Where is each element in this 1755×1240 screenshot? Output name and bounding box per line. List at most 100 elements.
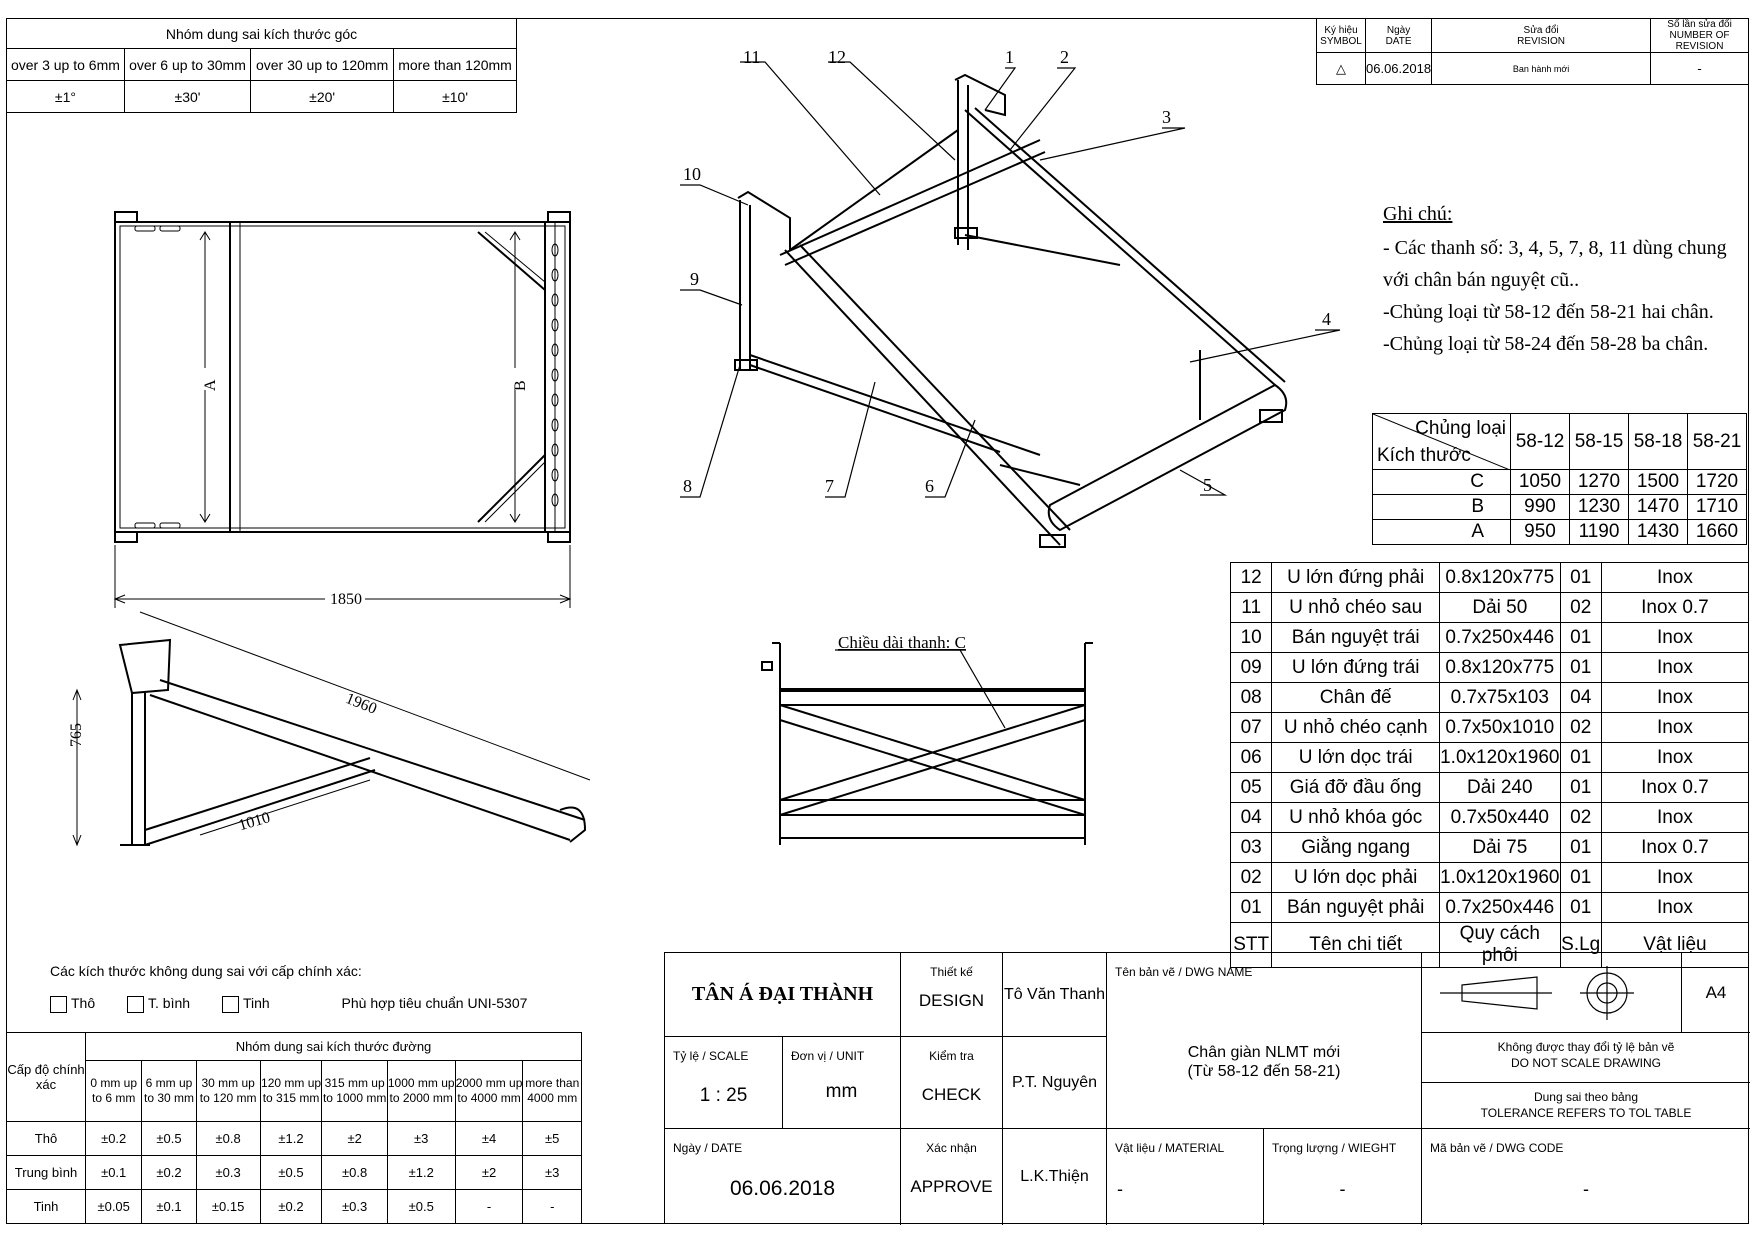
option-label: Tinh: [242, 995, 270, 1011]
size-corner-bottom: Kích thước: [1377, 445, 1471, 466]
lin-value: -: [454, 1189, 524, 1224]
lin-value: ±5: [522, 1121, 582, 1157]
lin-value: -: [522, 1189, 582, 1224]
parts-cell: 08: [1229, 682, 1273, 713]
size-row-label: B: [1372, 494, 1511, 520]
label-a: A: [202, 379, 219, 391]
parts-cell: 0.7x250x446: [1439, 892, 1561, 923]
lin-value: ±1.2: [259, 1121, 323, 1157]
parts-cell: 05: [1229, 772, 1273, 803]
lin-value: ±0.8: [321, 1155, 388, 1191]
tolerance-note: Các kích thước không dung sai với cấp ch…: [50, 963, 527, 1013]
size-cell: 1190: [1569, 519, 1629, 545]
unit-cell: Đơn vị / UNIT mm: [783, 1037, 901, 1129]
parts-cell: 0.7x50x1010: [1439, 712, 1561, 743]
parts-cell: U nhỏ khóa góc: [1271, 802, 1441, 833]
rev-text: Ban hành mới: [1431, 52, 1652, 85]
dwg-code-label: Mã bản vẽ / DWG CODE: [1430, 1141, 1564, 1155]
scale-label: Tỷ lệ / SCALE: [673, 1049, 749, 1063]
front-view: [761, 642, 1093, 845]
parts-cell: Giằng ngang: [1271, 832, 1441, 863]
size-cell: 950: [1510, 519, 1570, 545]
parts-cell: 07: [1229, 712, 1273, 743]
lin-grade: Thô: [6, 1121, 86, 1157]
lin-value: ±1.2: [386, 1155, 456, 1191]
parts-cell: 0.8x120x775: [1439, 652, 1561, 683]
label-b: B: [512, 380, 529, 391]
parts-cell: U lớn đứng phải: [1271, 562, 1441, 593]
angle-value: ±10': [393, 80, 517, 113]
callout-5: 5: [1203, 475, 1212, 495]
designer: Tô Văn Thanh: [1003, 953, 1107, 1037]
parts-cell: 04: [1229, 802, 1273, 833]
dwg-code-cell: Mã bản vẽ / DWG CODE -: [1422, 1129, 1750, 1225]
lin-grade: Trung bình: [6, 1155, 86, 1191]
parts-cell: U nhỏ chéo sau: [1271, 592, 1441, 623]
size-cell: 990: [1510, 494, 1570, 520]
callout-1: 1: [1005, 47, 1014, 67]
parts-cell: Dải 50: [1439, 592, 1561, 623]
size-corner-top: Chủng loại: [1415, 418, 1506, 439]
lin-range: 120 mm up to 315 mm: [259, 1059, 323, 1123]
lin-range: 2000 mm up to 4000 mm: [454, 1059, 524, 1123]
notes-title: Ghi chú:: [1383, 203, 1453, 225]
parts-cell: Vật liệu: [1600, 922, 1750, 968]
callout-3: 3: [1162, 107, 1171, 127]
lin-col0: Cấp độ chính xác: [6, 1031, 86, 1123]
scale-value: 1 : 25: [699, 1085, 748, 1106]
parts-cell: Inox 0.7: [1600, 832, 1750, 863]
design-cell: Thiết kế DESIGN: [901, 953, 1003, 1037]
lin-range: 6 mm up to 30 mm: [141, 1059, 197, 1123]
checkbox-icon[interactable]: [127, 995, 145, 1013]
material-cell: Vật liệu / MATERIAL -: [1107, 1129, 1264, 1225]
callout-8: 8: [683, 476, 692, 496]
notes-line: -Chủng loại từ 58-12 đến 58-21 hai chân.: [1383, 301, 1714, 323]
linear-tolerance-table: Cấp độ chính xác Nhóm dung sai kích thướ…: [6, 1031, 582, 1224]
checkbox-icon[interactable]: [221, 995, 239, 1013]
weight-label: Trọng lượng / WIEGHT: [1272, 1141, 1397, 1155]
size-cell: 1230: [1569, 494, 1629, 520]
parts-cell: Inox: [1600, 562, 1750, 593]
lin-value: ±0.5: [386, 1189, 456, 1224]
angle-value: ±30': [123, 80, 252, 113]
option-tho[interactable]: Thô: [50, 995, 95, 1013]
callout-7: 7: [825, 476, 834, 496]
parts-cell: Inox: [1600, 802, 1750, 833]
lin-row: Tinh±0.05±0.1±0.15±0.2±0.3±0.5--: [6, 1189, 582, 1224]
date-cell: Ngày / DATE 06.06.2018: [665, 1129, 901, 1225]
design-vn: Thiết kế: [930, 965, 973, 979]
parts-cell: Inox: [1600, 652, 1750, 683]
parts-cell: 02: [1559, 592, 1602, 623]
angle-value: ±20': [250, 80, 395, 113]
tolerance-note-title: Các kích thước không dung sai với cấp ch…: [50, 963, 362, 979]
lin-row: Trung bình±0.1±0.2±0.3±0.5±0.8±1.2±2±3: [6, 1155, 582, 1191]
weight-cell: Trọng lượng / WIEGHT -: [1264, 1129, 1422, 1225]
approve-cell: Xác nhận APPROVE: [901, 1129, 1003, 1225]
model-header: 58-12: [1510, 413, 1570, 470]
design-en: DESIGN: [918, 991, 985, 1010]
option-tbinh[interactable]: T. bình: [127, 995, 190, 1013]
dwg-name-line2: (Từ 58-12 đến 58-21): [1187, 1063, 1341, 1080]
checkbox-icon[interactable]: [50, 995, 67, 1013]
material-value: -: [1117, 1179, 1123, 1199]
angle-tolerance-table: Nhóm dung sai kích thước góc over 3 up t…: [6, 18, 517, 113]
option-tinh[interactable]: Tinh: [221, 995, 270, 1013]
check-vn: Kiểm tra: [929, 1049, 974, 1063]
notes-line: - Các thanh số: 3, 4, 5, 7, 8, 11 dùng c…: [1383, 237, 1727, 259]
callout-10: 10: [683, 164, 701, 184]
notes-line: với chân bán nguyệt cũ..: [1383, 269, 1580, 291]
approve-vn: Xác nhận: [926, 1141, 977, 1155]
parts-cell: 09: [1229, 652, 1273, 683]
parts-cell: 0.8x120x775: [1439, 562, 1561, 593]
lin-value: ±2: [321, 1121, 388, 1157]
dwg-name-cell: Tên bản vẽ / DWG NAME Chân giàn NLMT mới…: [1107, 953, 1422, 1129]
date-value: 06.06.2018: [729, 1177, 836, 1200]
lin-value: ±4: [454, 1121, 524, 1157]
parts-cell: 1.0x120x1960: [1439, 742, 1561, 773]
